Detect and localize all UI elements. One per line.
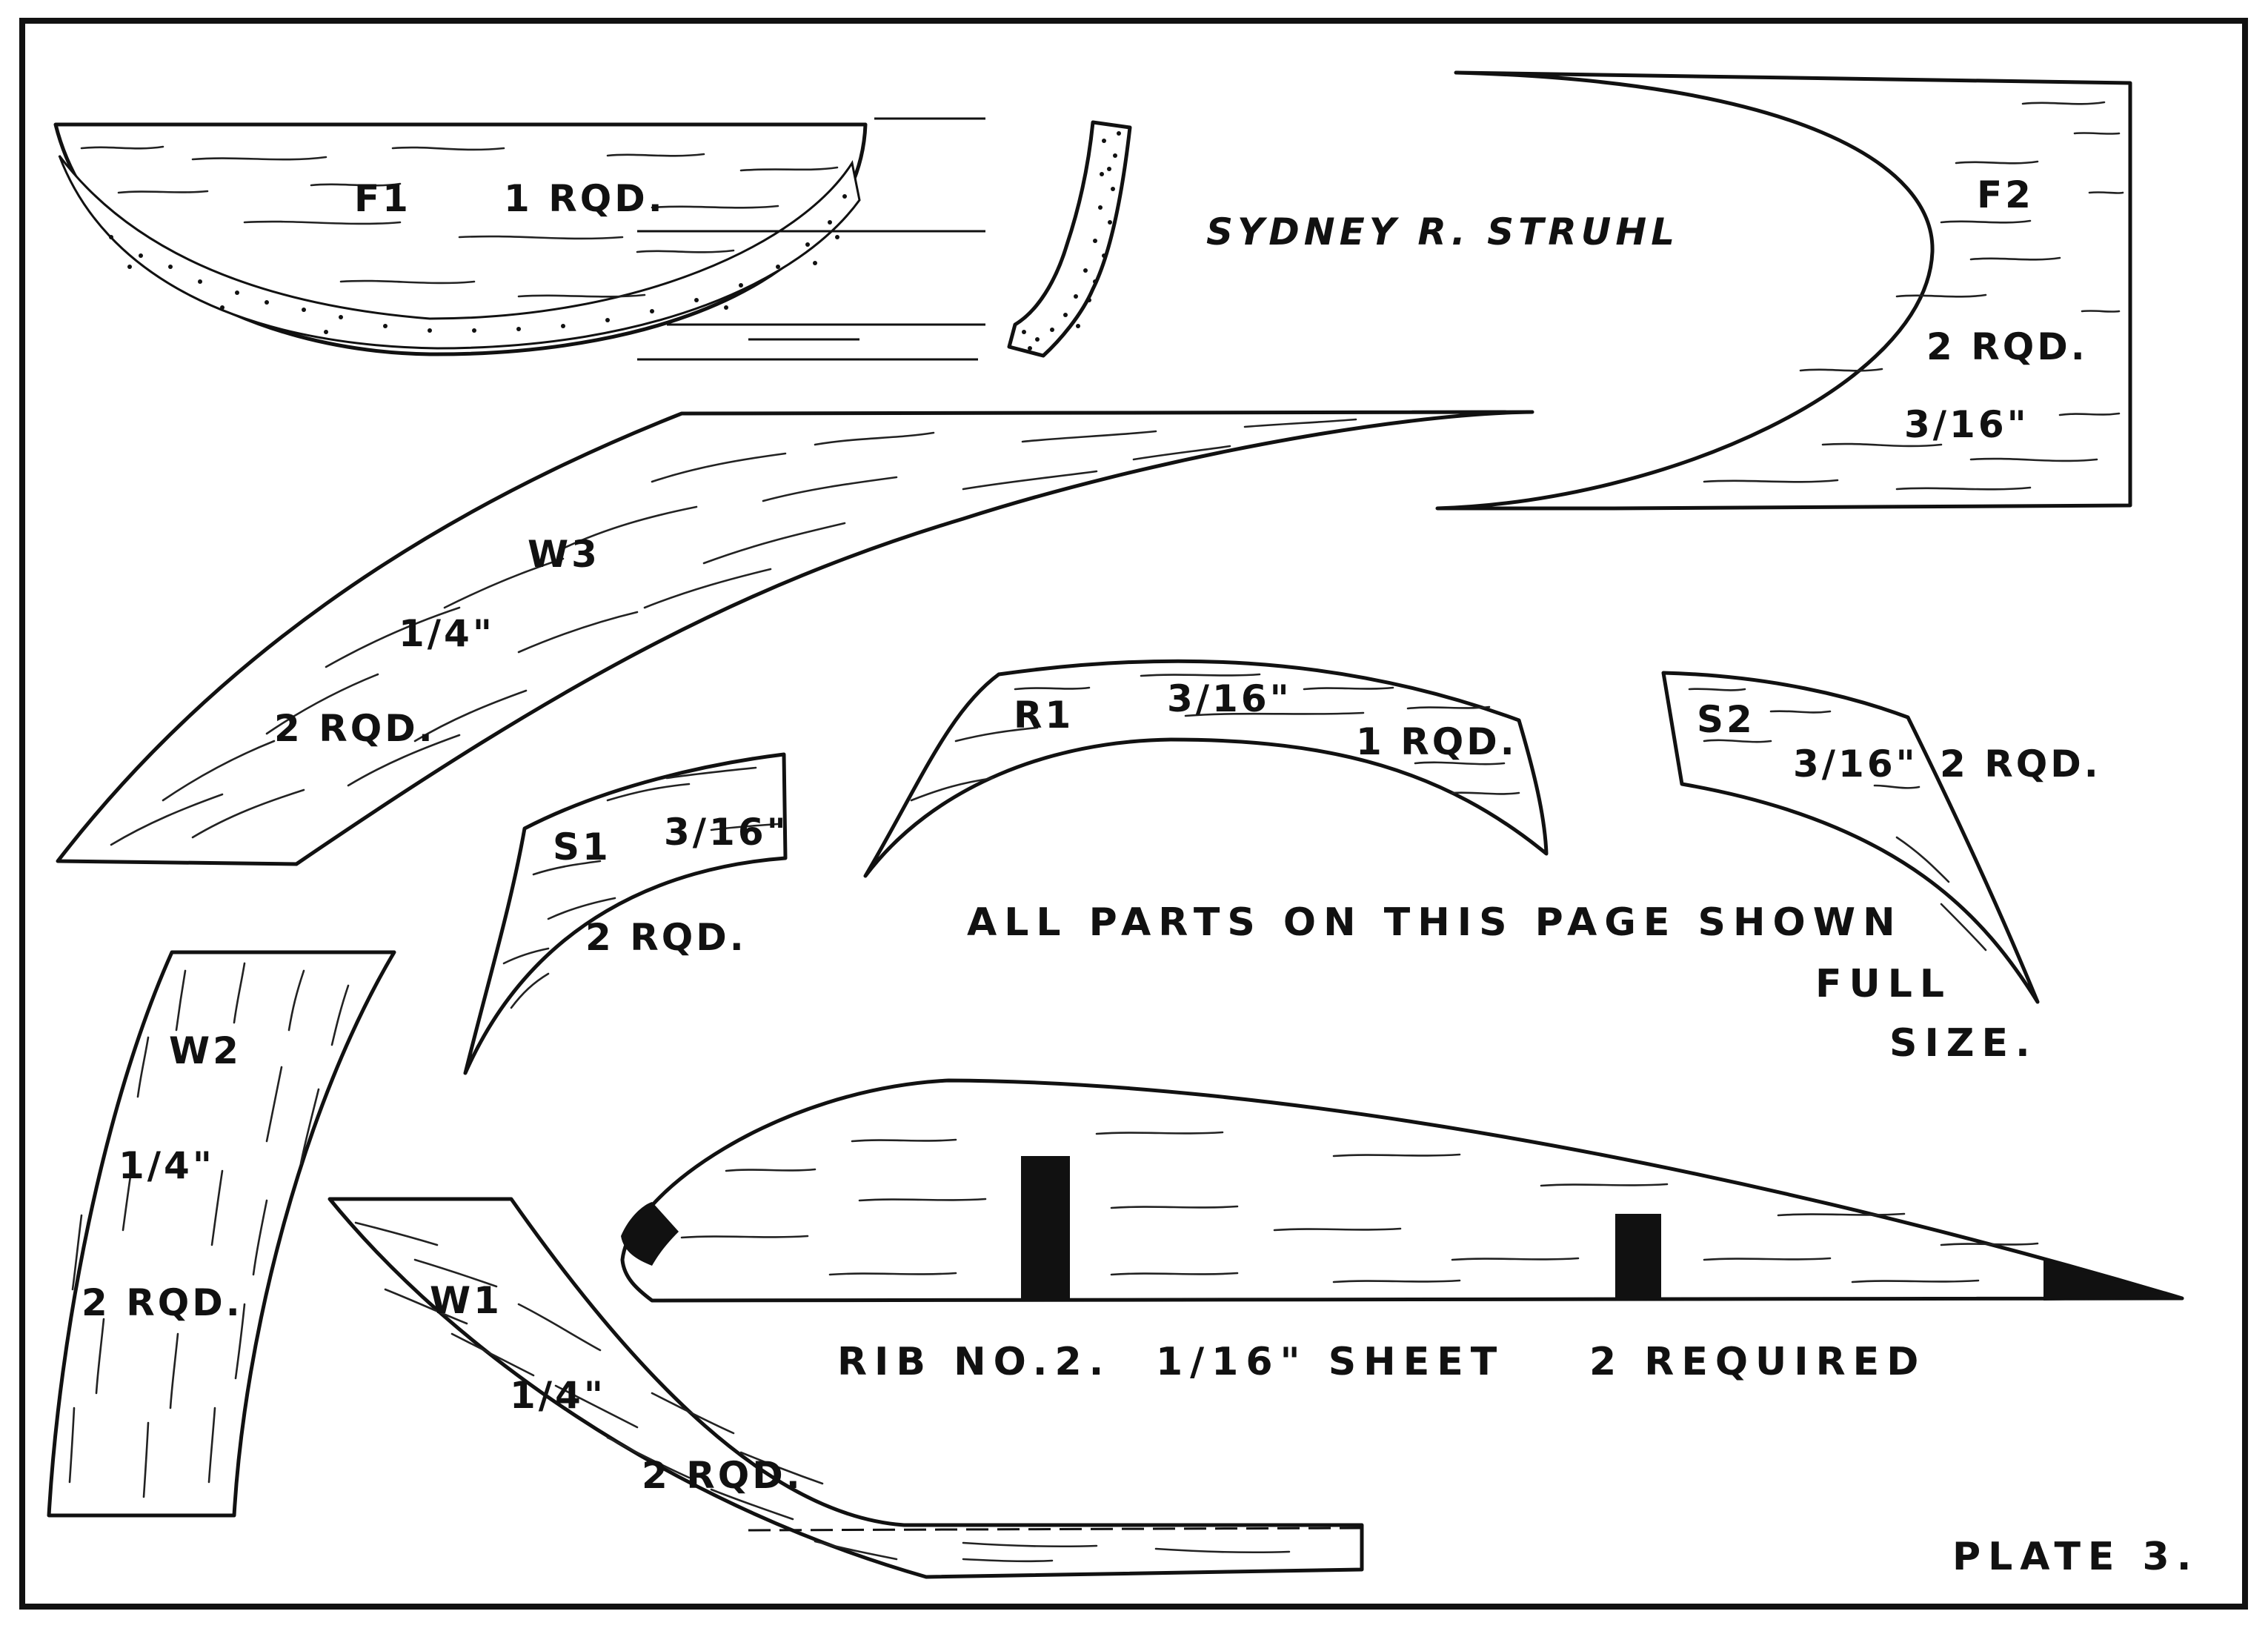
r1-grain [910, 673, 1520, 802]
w2-thickness: 1/4" [119, 1144, 215, 1187]
rib-grain [680, 1131, 2039, 1283]
w2-grain [68, 962, 350, 1498]
f1-grain [80, 145, 839, 298]
s2-grain [1688, 688, 1987, 951]
f2-thickness: 3/16" [1904, 403, 2029, 446]
rib-qty: 2 REQUIRED [1589, 1340, 1926, 1384]
part-f1: F1 1 RQD. [53, 117, 985, 361]
part-stipple-strip [1007, 120, 1132, 358]
s2-thickness: 3/16" [1793, 743, 1918, 786]
s1-thickness: 3/16" [664, 811, 789, 854]
f1-qty: 1 RQD. [504, 177, 665, 220]
w3-name: W3 [528, 533, 600, 576]
author-signature: SYDNEY R. STRUHL [1206, 210, 1679, 253]
part-r1: R1 3/16" 1 RQD. [863, 659, 1549, 878]
part-s2: S2 3/16" 2 RQD. [1661, 671, 2101, 1004]
page-border [19, 18, 2248, 1610]
f1-name: F1 [354, 177, 411, 220]
part-w1: W1 1/4" 2 RQD. [327, 1197, 1364, 1579]
part-w2: W2 1/4" 2 RQD. [47, 950, 396, 1518]
s1-name: S1 [553, 826, 611, 869]
w3-thickness: 1/4" [399, 612, 495, 655]
rib-nose-block [621, 1202, 679, 1266]
f2-grain [1703, 101, 2124, 491]
f2-name: F2 [1977, 173, 2034, 216]
w3-qty: 2 RQD. [274, 707, 436, 750]
note: ALL PARTS ON THIS PAGE SHOWN FULL SIZE. [967, 900, 2038, 1066]
part-f2: F2 2 RQD. 3/16" [1435, 70, 2132, 511]
rib-spar-slot-rear [1615, 1214, 1661, 1301]
note-line-2: FULL [1815, 962, 1952, 1006]
s1-grain [502, 766, 779, 1009]
r1-thickness: 3/16" [1167, 677, 1292, 720]
part-s1: S1 3/16" 2 RQD. [463, 752, 789, 1075]
s2-qty: 2 RQD. [1940, 743, 2101, 786]
rib-name: RIB NO.2. [837, 1340, 1111, 1384]
w2-name: W2 [169, 1029, 242, 1072]
rib-trailing-edge-block [2043, 1260, 2182, 1301]
part-rib-2: RIB NO.2. 1/16" SHEET 2 REQUIRED [620, 1078, 2184, 1384]
note-line-3: SIZE. [1889, 1021, 2038, 1066]
f2-qty: 2 RQD. [1926, 325, 2088, 368]
w3-grain [110, 418, 1357, 846]
part-w3: W3 1/4" 2 RQD. [56, 410, 1534, 866]
w1-grain [354, 1221, 1291, 1563]
w1-name: W1 [430, 1279, 502, 1322]
rib-material: 1/16" SHEET [1156, 1340, 1504, 1384]
s1-qty: 2 RQD. [585, 916, 747, 959]
s2-name: S2 [1697, 698, 1755, 741]
rib-spar-slot-front [1021, 1156, 1070, 1301]
r1-name: R1 [1014, 694, 1074, 737]
w1-qty: 2 RQD. [642, 1454, 803, 1497]
plate-label: PLATE 3. [1952, 1535, 2198, 1579]
f1-stipple [109, 194, 847, 334]
w1-thickness: 1/4" [510, 1374, 606, 1417]
note-line-1: ALL PARTS ON THIS PAGE SHOWN [967, 900, 1903, 945]
w2-qty: 2 RQD. [82, 1281, 243, 1324]
r1-qty: 1 RQD. [1356, 720, 1517, 763]
